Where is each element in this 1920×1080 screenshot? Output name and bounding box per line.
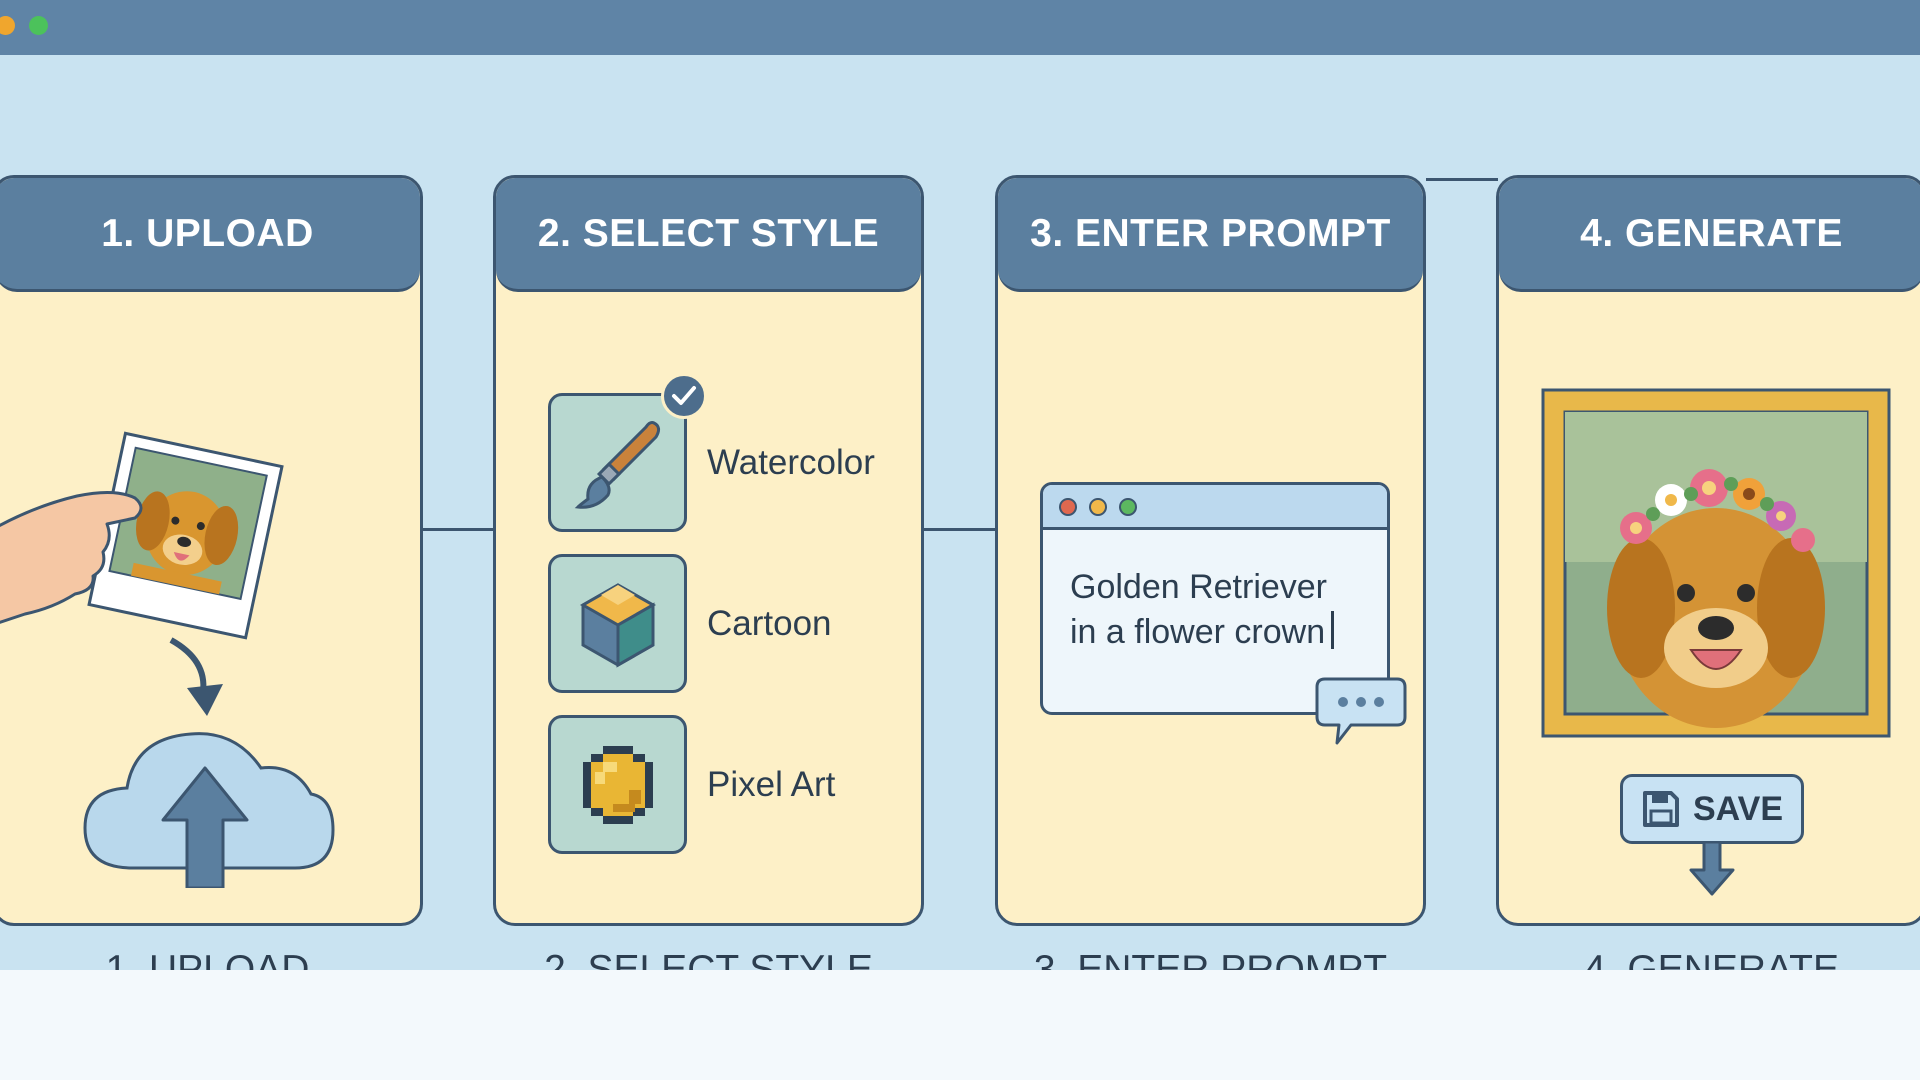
step-panel-upload: 1. UPLOAD	[0, 175, 423, 926]
step-panel-select-style: 2. SELECT STYLE Watercolor Cartoon	[493, 175, 924, 926]
prompt-line-2: in a flower crown	[1070, 613, 1326, 651]
selected-check-icon	[661, 373, 707, 419]
dog-photo-icon	[131, 491, 239, 595]
workflow-stage: 1. UPLOAD	[0, 55, 1920, 991]
style-option-pixel-art[interactable]	[548, 715, 687, 854]
step-panel-generate: 4. GENERATE	[1496, 175, 1920, 926]
floppy-disk-icon	[1642, 791, 1679, 827]
style-option-watercolor[interactable]	[548, 393, 687, 532]
style-label-watercolor: Watercolor	[707, 443, 875, 482]
prompt-window-dot-green	[1119, 498, 1137, 516]
save-button-label: SAVE	[1692, 789, 1784, 828]
style-label-cartoon: Cartoon	[707, 604, 832, 643]
step-panel-enter-prompt: 3. ENTER PROMPT Golden Retriever in a fl…	[995, 175, 1426, 926]
window-maximize-dot[interactable]	[29, 16, 48, 35]
framed-portrait	[1541, 388, 1891, 738]
style-option-cartoon[interactable]	[548, 554, 687, 693]
paintbrush-icon	[574, 420, 660, 509]
step-header-enter-prompt: 3. ENTER PROMPT	[998, 178, 1423, 292]
flower-crown-icon	[1620, 469, 1815, 552]
prompt-line-1: Golden Retriever	[1070, 568, 1328, 606]
dog-portrait-icon	[1607, 508, 1825, 728]
chat-bubble-icon	[1315, 677, 1407, 745]
hand-icon	[0, 491, 143, 624]
prompt-input-window[interactable]: Golden Retriever in a flower crown	[1040, 482, 1390, 715]
step-header-upload: 1. UPLOAD	[0, 178, 420, 292]
bottom-area	[0, 970, 1920, 1080]
connector-2-3	[924, 528, 996, 531]
connector-3-4	[1426, 178, 1498, 181]
cube-icon	[579, 582, 656, 668]
window-minimize-dot[interactable]	[0, 16, 15, 35]
connector-1-2	[423, 528, 495, 531]
prompt-window-bar	[1043, 485, 1387, 530]
text-cursor	[1331, 611, 1335, 649]
style-label-pixel-art: Pixel Art	[707, 765, 836, 804]
step-header-select-style: 2. SELECT STYLE	[496, 178, 921, 292]
save-button[interactable]: SAVE	[1620, 774, 1804, 844]
download-arrow-icon	[1689, 842, 1735, 896]
prompt-window-dot-red	[1059, 498, 1077, 516]
step-header-generate: 4. GENERATE	[1499, 178, 1920, 292]
upload-illustration	[0, 431, 335, 888]
cloud-upload-icon	[83, 732, 335, 888]
pixel-coin-icon	[582, 745, 653, 824]
prompt-text[interactable]: Golden Retriever in a flower crown	[1070, 565, 1370, 655]
window-titlebar	[0, 0, 1920, 55]
prompt-window-dot-yellow	[1089, 498, 1107, 516]
